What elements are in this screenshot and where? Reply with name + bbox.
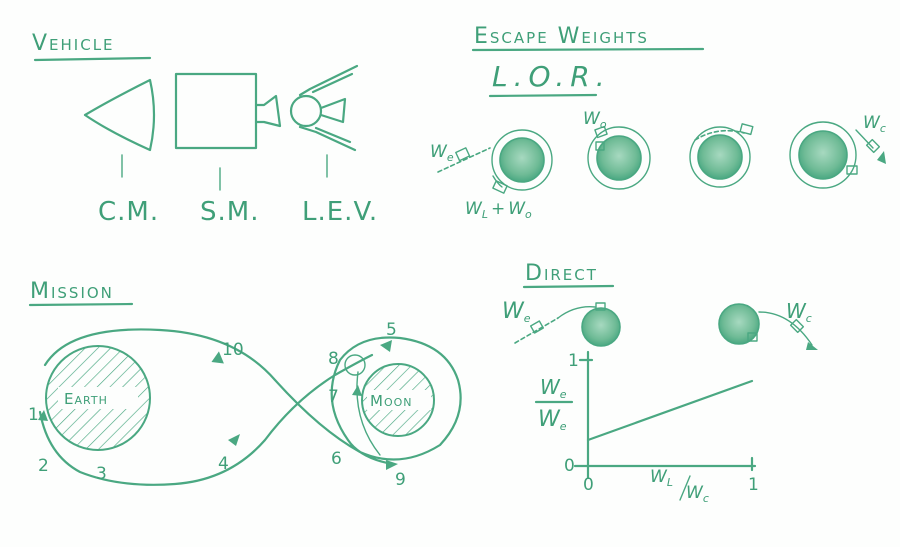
- mission-section: Mission Earth Moon 1 2 3 4 5 6 7 8 9 10: [28, 279, 462, 490]
- trajectory-outbound: [43, 328, 462, 466]
- lor-moon-2: [587, 125, 651, 190]
- rendezvous-circle: [344, 354, 366, 376]
- direct-wc-label: Wc: [786, 299, 812, 325]
- step-5: 5: [386, 320, 397, 340]
- step-8: 8: [328, 349, 339, 369]
- direct-we-label: We: [502, 299, 531, 325]
- arrow-1: [38, 410, 48, 421]
- step-7: 7: [328, 387, 339, 407]
- arrow-9: [386, 460, 398, 470]
- command-module-shape: [83, 78, 156, 152]
- direct-section: Direct We Wc 1 0 0 1 We: [502, 261, 818, 505]
- service-module-shape: [174, 72, 258, 150]
- direct-y-bottom: 0: [564, 456, 575, 476]
- lor-we-label: We: [430, 142, 454, 164]
- escape-weights-section: Escape Weights L.O.R. We WL+Wo Wo: [430, 24, 886, 221]
- lor-wo-label: Wo: [583, 109, 607, 131]
- direct-title-underline: [522, 284, 615, 289]
- vehicle-title-underline: [33, 56, 152, 62]
- arrow-10: [211, 351, 224, 364]
- lor-moon-3: [689, 123, 754, 188]
- moon-label: Moon: [370, 392, 413, 410]
- lor-moon-1: [437, 129, 553, 194]
- vehicle-title: Vehicle: [32, 31, 115, 56]
- lor-subtitle: L.O.R.: [492, 60, 611, 93]
- vehicle-section: Vehicle C.M. S.M. L.E.V.: [32, 31, 378, 227]
- lunar-lander-shape: [289, 64, 359, 152]
- direct-x-numerator: WL: [650, 467, 673, 489]
- direct-x-right: 1: [748, 475, 759, 495]
- step-2: 2: [38, 456, 49, 476]
- moon-label-bg: [367, 390, 431, 410]
- step-10: 10: [222, 340, 244, 360]
- mission-title-underline: [28, 302, 134, 307]
- direct-x-fraction-slash: [679, 475, 691, 501]
- engine-nozzle-shape: [254, 94, 282, 128]
- lor-wc-label: Wc: [863, 113, 886, 135]
- arrow-4: [228, 434, 240, 446]
- arrow-5: [380, 340, 392, 352]
- lev-label: L.E.V.: [302, 197, 378, 227]
- sm-label: S.M.: [200, 197, 259, 227]
- direct-ratio-line: [586, 379, 754, 442]
- step-3: 3: [96, 464, 107, 484]
- lor-underline: [488, 93, 598, 98]
- arrow-7: [352, 385, 362, 396]
- cm-label: C.M.: [98, 197, 159, 227]
- escape-title-underline: [471, 47, 705, 52]
- trajectory-return: [38, 353, 374, 486]
- step-1: 1: [28, 405, 39, 425]
- direct-moon-left: [514, 302, 621, 347]
- direct-y-denominator: We: [538, 407, 567, 433]
- escape-weights-title: Escape Weights: [474, 24, 649, 49]
- step-4: 4: [218, 454, 229, 474]
- step-9: 9: [395, 470, 406, 490]
- direct-y-top: 1: [568, 351, 579, 371]
- step-6: 6: [331, 449, 342, 469]
- direct-x-denominator: Wc: [686, 483, 709, 505]
- earth-label-bg: [58, 387, 138, 409]
- lor-wl-wo-label: WL+Wo: [465, 199, 532, 221]
- mission-title: Mission: [30, 279, 114, 304]
- trajectory-descent: [356, 371, 381, 456]
- lor-moon-4: [789, 121, 886, 189]
- direct-x-left: 0: [583, 475, 594, 495]
- earth-label: Earth: [64, 390, 108, 408]
- direct-title: Direct: [525, 261, 598, 286]
- direct-y-numerator: We: [540, 375, 567, 401]
- direct-moon-right: [718, 303, 818, 350]
